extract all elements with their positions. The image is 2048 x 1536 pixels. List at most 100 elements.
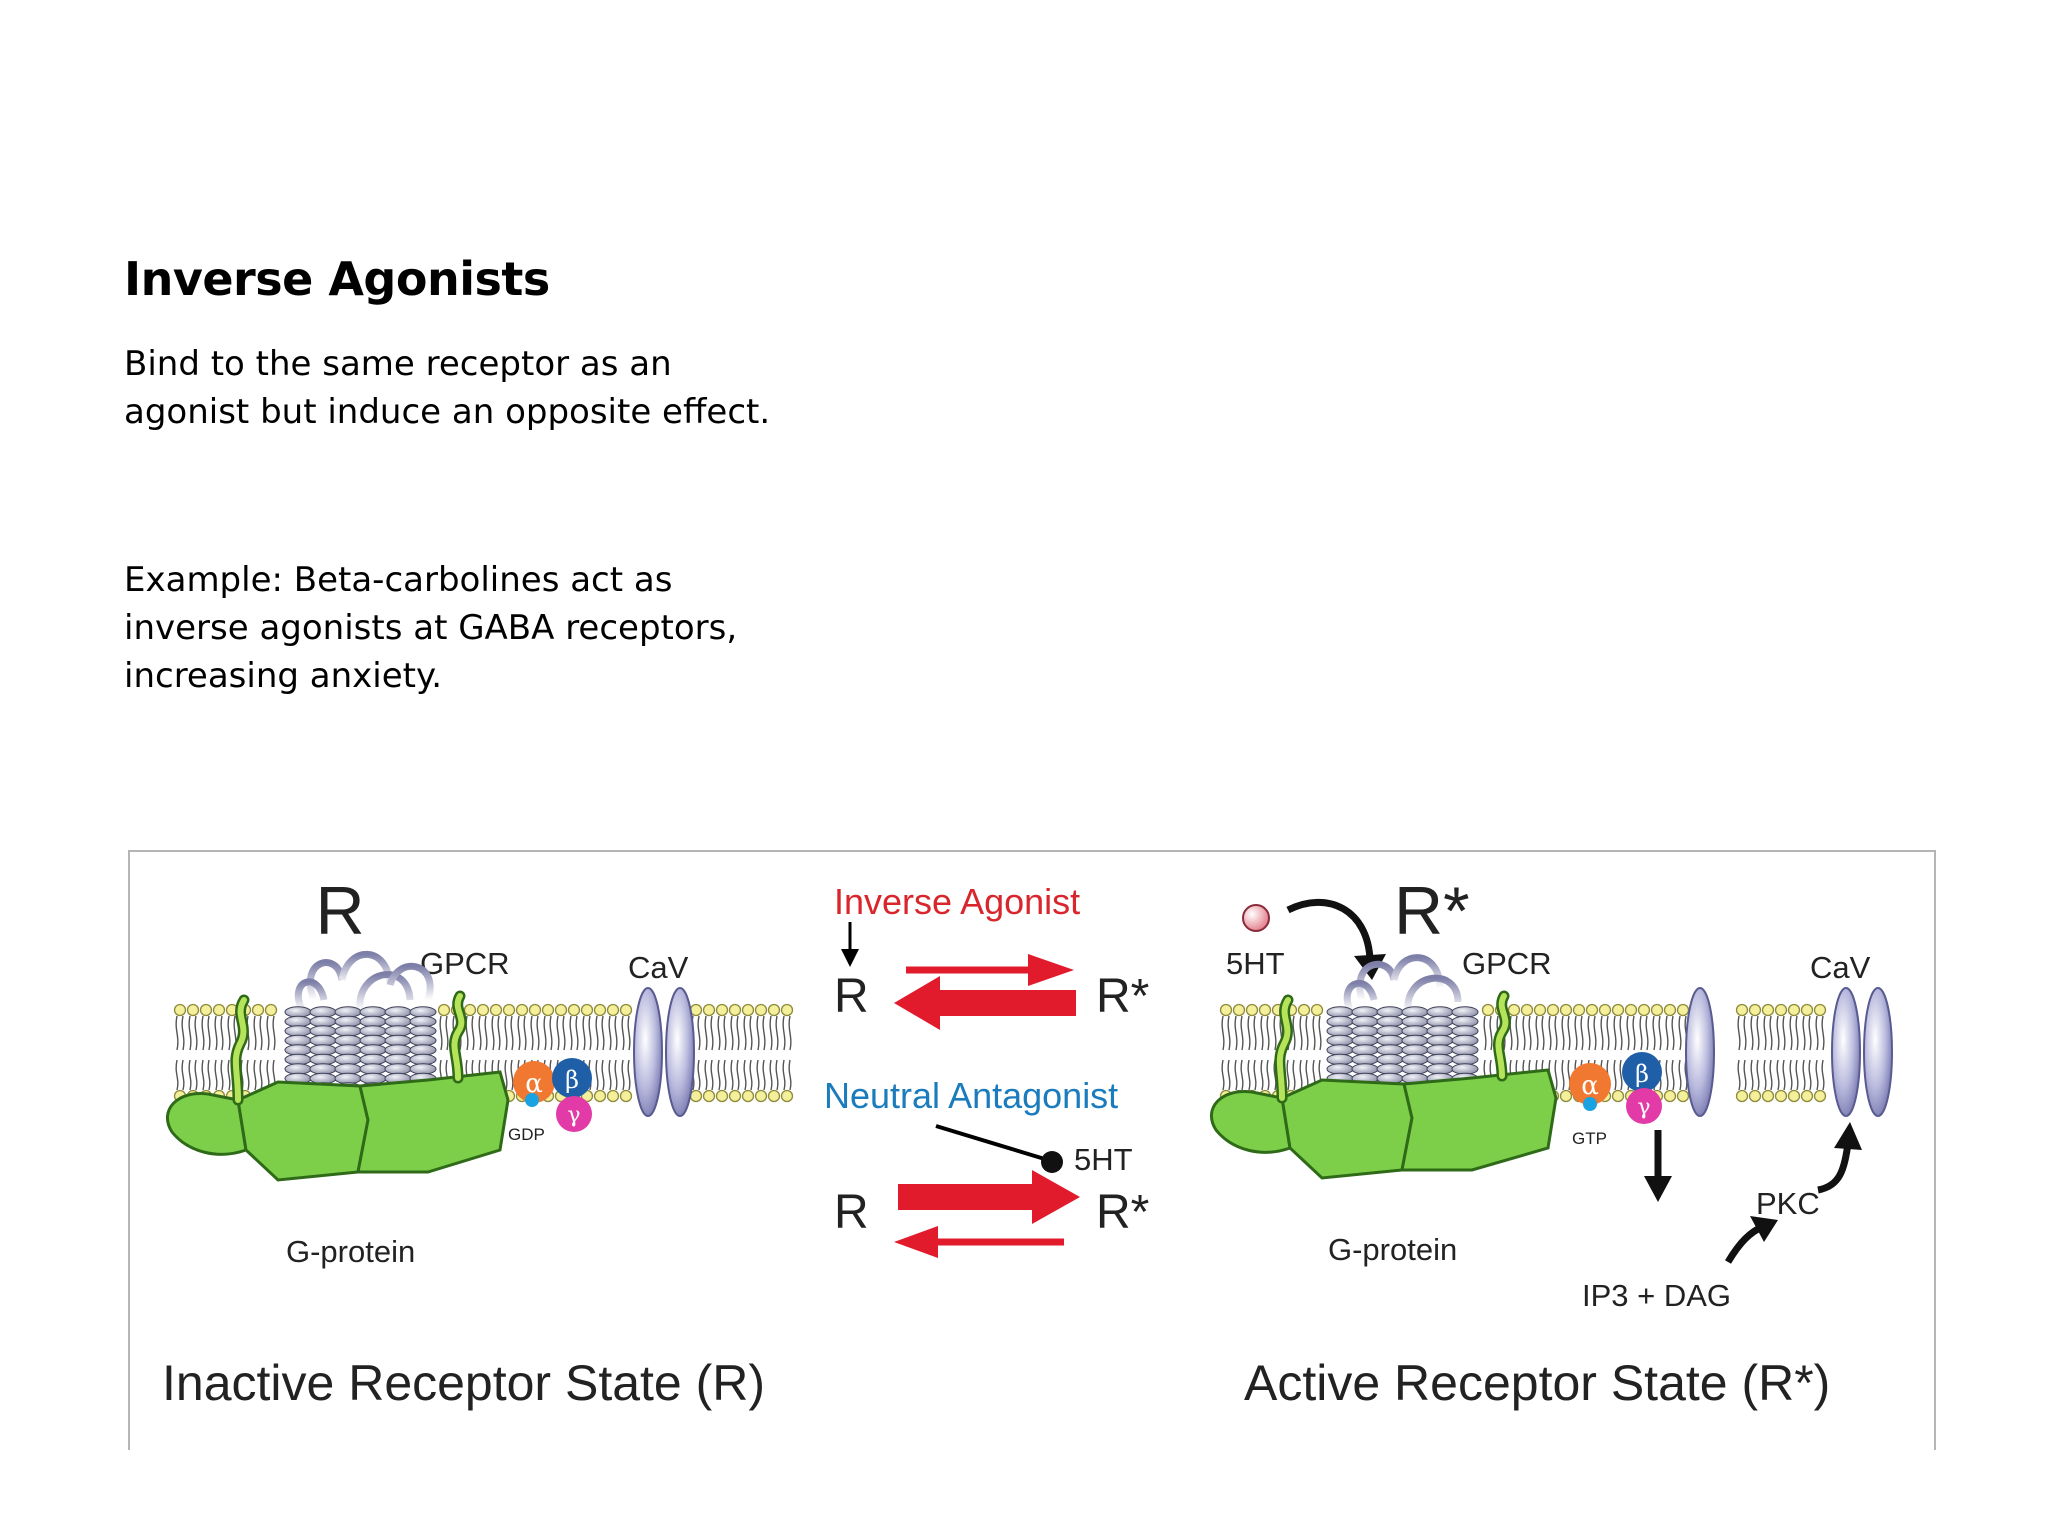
state-symbol-r-star: R* <box>1394 873 1470 949</box>
lipid-head <box>619 1089 633 1103</box>
pkc-label: PKC <box>1756 1186 1820 1221</box>
transmembrane-helix-segment <box>359 1006 387 1018</box>
lipid-head <box>1507 1003 1521 1017</box>
lipid-tail <box>717 1059 727 1091</box>
reverse-arrow-shaft-thick <box>936 990 1076 1016</box>
transmembrane-helix-segment <box>384 1006 412 1018</box>
lipid-tail <box>782 1015 792 1051</box>
transmembrane-helix-segment <box>1376 1025 1404 1037</box>
lipid-bilayer <box>689 1003 794 1103</box>
lipid-tail <box>1789 1015 1799 1051</box>
lipid-tail <box>1639 1015 1649 1051</box>
transmembrane-helix-segment <box>334 1053 362 1066</box>
r-label-top: R <box>834 970 869 1023</box>
lipid-tail <box>1221 1015 1231 1051</box>
lipid-head <box>728 1003 742 1017</box>
caption-inactive: Inactive Receptor State (R) <box>162 1355 765 1411</box>
lipid-head <box>1559 1089 1573 1103</box>
lipid-head <box>1676 1089 1690 1103</box>
gprotein-anchor <box>1276 997 1291 1101</box>
transmembrane-helix-segment <box>1426 1063 1454 1075</box>
lipid-head <box>754 1089 768 1103</box>
lipid-head <box>541 1003 555 1017</box>
lipid-tail <box>188 1015 198 1051</box>
transmembrane-helix-segment <box>359 1044 387 1056</box>
transmembrane-helix-segment <box>409 1025 437 1037</box>
transmembrane-helix-segment <box>1401 1063 1429 1075</box>
lipid-head <box>1520 1003 1534 1017</box>
transmembrane-helix-segment <box>1326 1034 1354 1047</box>
lipid-head <box>186 1003 200 1017</box>
lipid-tail <box>756 1059 766 1091</box>
transmembrane-helix-segment <box>1426 1025 1454 1037</box>
transmembrane-helix-segment <box>309 1034 337 1047</box>
nucleotide-dot <box>1583 1097 1597 1111</box>
transmembrane-helix-segment <box>1401 1034 1429 1047</box>
transmembrane-helix-segment <box>1451 1034 1479 1047</box>
cav-channel-subunit <box>1685 987 1715 1117</box>
lipid-tail <box>1613 1059 1623 1091</box>
transmembrane-helix-segment <box>1351 1063 1379 1075</box>
transmembrane-helix-segment <box>1401 1006 1429 1018</box>
transmembrane-helix-segment <box>384 1025 412 1037</box>
forward-arrowhead <box>1028 954 1074 986</box>
lipid-head <box>173 1003 187 1017</box>
cav-label-right: CaV <box>1810 950 1871 985</box>
lipid-tail <box>556 1015 566 1051</box>
lipid-tail <box>1802 1059 1812 1091</box>
transmembrane-helix-segment <box>1351 1006 1379 1018</box>
transmembrane-helix-segment <box>1376 1006 1404 1018</box>
transmembrane-helix-segment <box>1401 1015 1429 1028</box>
lipid-tail <box>1776 1015 1786 1051</box>
cav-label: CaV <box>628 950 689 985</box>
lipid-tail <box>491 1015 501 1051</box>
lipid-head <box>1650 1003 1664 1017</box>
transmembrane-helix-segment <box>1351 1015 1379 1028</box>
transmembrane-helix-segment <box>409 1053 437 1066</box>
right-panel: 5HT R* GPCR CaV G-protein α β γ GTP I <box>1209 873 1871 1411</box>
gpcr-label: GPCR <box>420 946 510 981</box>
signal-arrowhead-cav <box>1834 1122 1862 1150</box>
transmembrane-helix-segment <box>334 1044 362 1056</box>
gtp-label: GTP <box>1572 1129 1607 1148</box>
lipid-tail <box>1286 1059 1296 1091</box>
lipid-head <box>606 1003 620 1017</box>
beta-subunit <box>1622 1052 1662 1092</box>
transmembrane-helix-segment <box>384 1053 412 1066</box>
lipid-tail <box>1522 1015 1532 1051</box>
cav-channel-subunit <box>1863 987 1893 1117</box>
transmembrane-helix-segment <box>409 1015 437 1028</box>
lipid-tail <box>1247 1059 1257 1091</box>
transmembrane-helix-segment <box>1401 1053 1429 1066</box>
gprotein-domain <box>356 1070 510 1174</box>
lipid-tail <box>1247 1015 1257 1051</box>
lipid-tail <box>704 1059 714 1091</box>
transmembrane-helix-segment <box>1376 1034 1404 1047</box>
lipid-head <box>1663 1003 1677 1017</box>
transmembrane-helix-segment <box>359 1063 387 1075</box>
lipid-head <box>689 1089 703 1103</box>
lipid-head <box>1258 1003 1272 1017</box>
beta-subunit <box>552 1058 592 1098</box>
transmembrane-helix-segment <box>359 1034 387 1047</box>
transmembrane-helix-segment <box>1351 1034 1379 1047</box>
lipid-tail <box>201 1059 211 1091</box>
lipid-head <box>264 1003 278 1017</box>
lipid-head <box>741 1089 755 1103</box>
transmembrane-helix-segment <box>334 1015 362 1028</box>
lipid-tail <box>504 1015 514 1051</box>
lipid-head <box>715 1003 729 1017</box>
lipid-tail <box>730 1015 740 1051</box>
lipid-head <box>767 1089 781 1103</box>
lipid-head <box>593 1089 607 1103</box>
lipid-tail <box>1613 1015 1623 1051</box>
transmembrane-helix-segment <box>284 1063 312 1075</box>
gpcr-label-right: GPCR <box>1462 946 1552 981</box>
lipid-tail <box>1260 1015 1270 1051</box>
lipid-tail <box>1299 1015 1309 1051</box>
signal-arrowhead-down <box>1644 1176 1672 1202</box>
transmembrane-helix-segment <box>1401 1044 1429 1056</box>
lipid-tail <box>504 1059 514 1091</box>
lipid-tail <box>253 1059 263 1091</box>
lipid-head <box>1748 1003 1762 1017</box>
